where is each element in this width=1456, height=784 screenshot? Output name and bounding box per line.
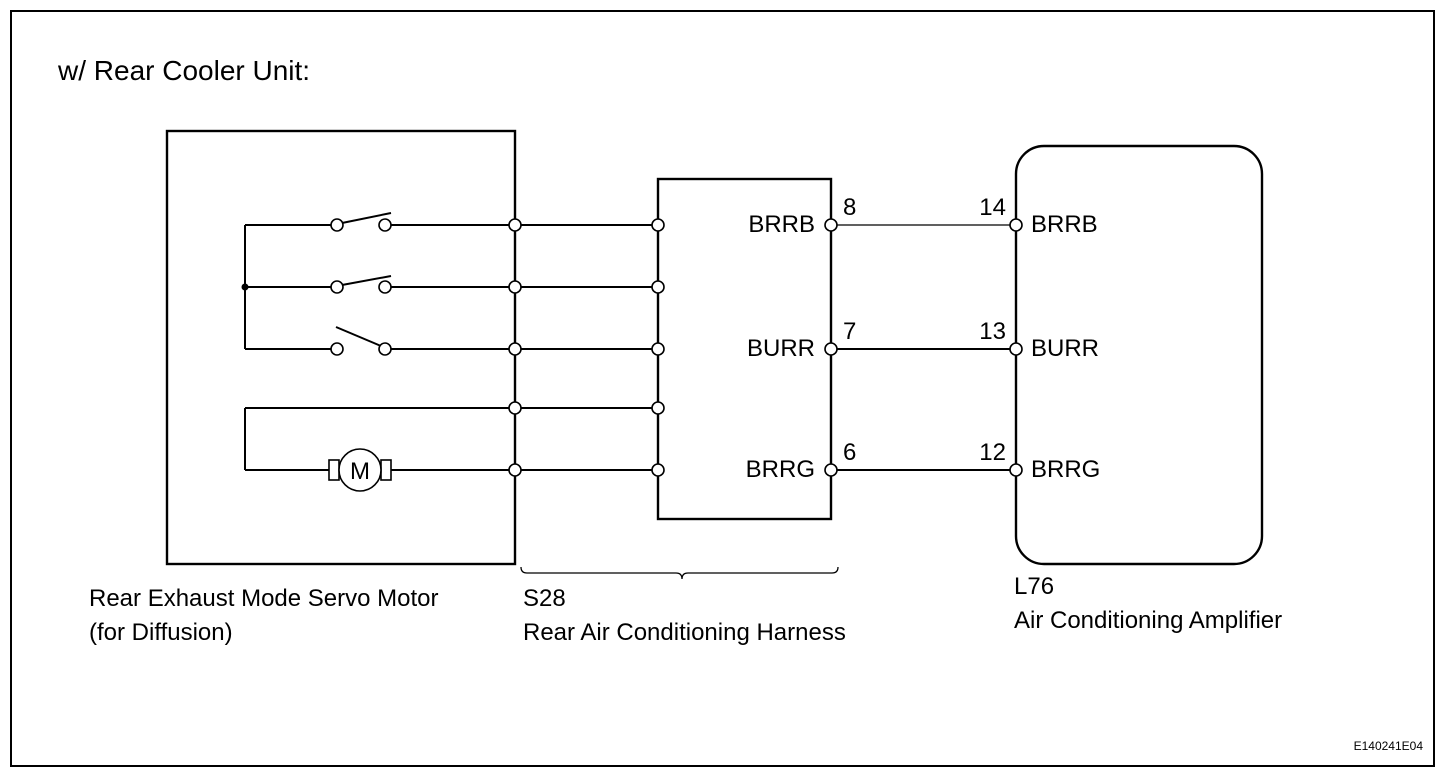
amplifier-pin-number-14: 14 bbox=[979, 194, 1006, 221]
harness-pin-label-burr: BURR bbox=[747, 335, 815, 362]
amplifier-pin-number-12: 12 bbox=[979, 439, 1006, 466]
harness-to-amplifier-wires bbox=[837, 224, 1010, 471]
harness-pin-number-8: 8 bbox=[843, 194, 856, 221]
harness-pin-number-7: 7 bbox=[843, 318, 856, 345]
harness-code: S28 bbox=[523, 585, 566, 612]
diagram-heading: w/ Rear Cooler Unit: bbox=[57, 55, 310, 86]
harness-pin-label-brrb: BRRB bbox=[748, 211, 815, 238]
switch-3 bbox=[245, 326, 509, 356]
switch-1 bbox=[245, 212, 509, 232]
harness-pin-number-6: 6 bbox=[843, 439, 856, 466]
amplifier-name: Air Conditioning Amplifier bbox=[1014, 607, 1282, 634]
amplifier-terminals bbox=[1009, 218, 1023, 477]
switch-2 bbox=[245, 275, 509, 294]
servo-motor-component: M bbox=[165, 129, 522, 566]
amplifier-pin-label-brrb: BRRB bbox=[1031, 211, 1098, 238]
harness-left-terminals bbox=[651, 218, 665, 477]
amplifier-pin-label-burr: BURR bbox=[1031, 335, 1099, 362]
harness-pin-label-brrg: BRRG bbox=[746, 456, 815, 483]
harness-brace bbox=[520, 566, 839, 580]
motor-letter: M bbox=[350, 458, 370, 485]
amplifier-pin-number-13: 13 bbox=[979, 318, 1006, 345]
harness-name: Rear Air Conditioning Harness bbox=[523, 619, 846, 646]
servo-motor-name: Rear Exhaust Mode Servo Motor bbox=[89, 585, 439, 612]
harness-component: BRRB BURR BRRG 8 7 6 bbox=[651, 177, 856, 521]
diagram-frame bbox=[10, 10, 1435, 767]
figure-id: E140241E04 bbox=[1354, 739, 1424, 753]
harness-right-terminals bbox=[824, 218, 838, 477]
servo-motor-subname: (for Diffusion) bbox=[89, 619, 233, 646]
motor-symbol: M bbox=[328, 448, 392, 492]
amplifier-component: 14 13 12 BRRB BURR BRRG bbox=[979, 144, 1264, 566]
amplifier-code: L76 bbox=[1014, 573, 1054, 600]
servo-to-harness-wires bbox=[521, 224, 652, 471]
amplifier-pin-label-brrg: BRRG bbox=[1031, 456, 1100, 483]
